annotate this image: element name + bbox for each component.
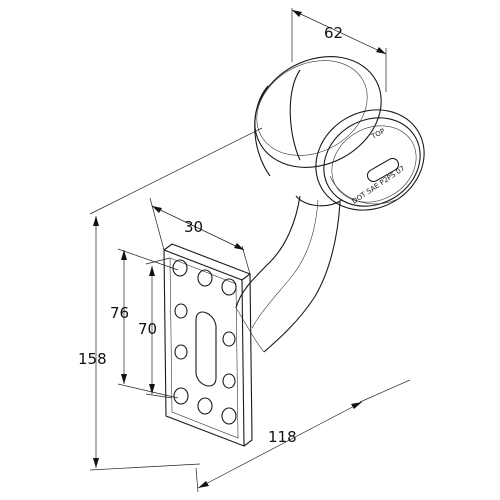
- plate-holes: [172, 259, 237, 425]
- dimension-62: 62: [291, 8, 387, 92]
- dimension-158: 158: [78, 127, 263, 471]
- plate-center-slot: [195, 311, 217, 387]
- dimension-70-label: 70: [138, 320, 157, 338]
- dimension-70: 70: [138, 257, 173, 399]
- dimension-118-label: 118: [268, 428, 297, 446]
- dimension-118: 118: [195, 379, 411, 493]
- dimension-76-label: 76: [110, 304, 129, 322]
- dimension-76: 76: [110, 248, 179, 399]
- lens-slot: [366, 157, 400, 183]
- dimension-62-label: 62: [324, 24, 343, 42]
- dimension-158-label: 158: [78, 350, 107, 368]
- mounting-arm: [235, 195, 343, 353]
- lamp-lens: TOP DOT SAE P2PS 07: [315, 109, 425, 211]
- lamp-housing: [254, 56, 382, 177]
- lens-top-marking: TOP: [369, 127, 386, 141]
- mounting-plate: [163, 243, 253, 447]
- dimension-30: 30: [149, 197, 251, 275]
- dimension-30-label: 30: [184, 218, 203, 236]
